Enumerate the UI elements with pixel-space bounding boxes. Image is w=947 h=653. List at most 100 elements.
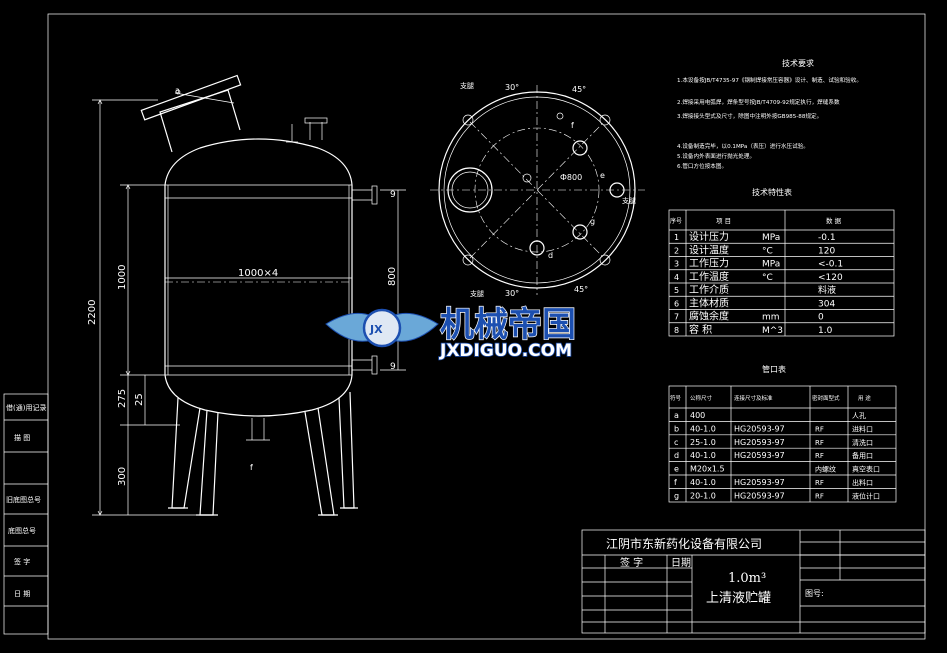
nozzle-row-std: HG20593-97 xyxy=(734,451,785,460)
plan-ref-1: 支腿 xyxy=(460,81,474,90)
tech-requirements: 技术要求 1.本设备按JB/T4735-97《钢制焊接常压容器》设计、制造、试验… xyxy=(677,58,862,170)
char-row-item: 工作介质 xyxy=(689,284,729,296)
nozzle-row-size: 400 xyxy=(690,411,705,420)
nozzle-row-face: RF xyxy=(815,439,824,447)
char-row-no: 1 xyxy=(674,233,679,242)
nozzle-row-std: HG20593-97 xyxy=(734,491,785,500)
nozzle-row-size: 40-1.0 xyxy=(690,451,716,460)
logo-letters: JX xyxy=(369,323,383,336)
dim-diameter: 1000×4 xyxy=(238,268,278,279)
nozzle-row-face: 内螺纹 xyxy=(815,465,836,474)
char-row-unit: MPa xyxy=(762,233,780,243)
nozzle-row-mark: e xyxy=(674,465,679,474)
side-label-record: 借(通)用记录 xyxy=(6,403,46,412)
nozzle-row-face: RF xyxy=(815,492,824,500)
side-label-base-no: 底图总号 xyxy=(8,526,36,535)
nozzle-row-mark: a xyxy=(674,411,679,420)
nozzle-row-mark: b xyxy=(674,424,679,433)
char-row-no: 7 xyxy=(674,313,679,322)
watermark-cn: 机械帝国 xyxy=(440,305,576,345)
nozzle-title: 管口表 xyxy=(762,364,786,374)
sign-label: 签 字 xyxy=(620,556,643,569)
nozzle-row-face: RF xyxy=(815,452,824,460)
char-row-unit: MPa xyxy=(762,260,780,270)
char-row-unit: °C xyxy=(762,273,773,283)
watermark: JX 机械帝国 JXDIGUO.COM xyxy=(325,304,577,362)
nozzle-row-mark: g xyxy=(674,491,679,500)
char-row-item: 设计温度 xyxy=(689,243,729,256)
svg-text:e: e xyxy=(600,171,605,180)
tech-req-item-2: 2.焊接采用电弧焊，焊条型号按JB/T4709-92规定执行，焊缝系数 xyxy=(677,98,840,106)
dim-bottom-offset: 275 xyxy=(117,389,128,408)
char-row-item: 容 积 xyxy=(689,323,712,336)
char-row-value: -0.1 xyxy=(818,233,836,243)
plan-angle-2: 45° xyxy=(572,85,586,94)
drawing-no-label: 图号: xyxy=(805,589,824,598)
dim-shell-height: 1000 xyxy=(117,265,128,290)
nozzle-row-mark: f xyxy=(674,478,677,487)
char-row-unit: °C xyxy=(762,246,773,256)
char-row-item: 设计压力 xyxy=(689,230,729,243)
drawing-name: 上清液贮罐 xyxy=(706,591,771,606)
plan-angle-1: 30° xyxy=(505,83,519,92)
watermark-en: JXDIGUO.COM xyxy=(439,341,572,361)
nozzle-head-use: 用 途 xyxy=(858,394,871,402)
nozzle-row-size: 40-1.0 xyxy=(690,478,716,487)
tech-req-item-6: 6.管口方位按本图。 xyxy=(677,162,727,170)
svg-text:d: d xyxy=(548,251,553,260)
char-head-item: 项 目 xyxy=(716,217,731,225)
char-row-unit: M^3 xyxy=(762,326,783,336)
dim-bottom-marker: 9 xyxy=(390,362,396,372)
nozzle-head-std: 连接尺寸及标准 xyxy=(734,394,773,402)
char-row-value: 120 xyxy=(818,246,835,256)
tech-req-item-1: 1.本设备按JB/T4735-97《钢制焊接常压容器》设计、制造、试验和验收。 xyxy=(677,76,862,84)
char-row-value: 料液 xyxy=(818,284,836,296)
nozzle-row-use: 清洗口 xyxy=(852,438,873,447)
nozzle-row-size: 25-1.0 xyxy=(690,438,716,447)
side-label-sign: 签 字 xyxy=(14,557,30,566)
char-row-item: 腐蚀余度 xyxy=(689,310,729,323)
nozzle-row-std: HG20593-97 xyxy=(734,478,785,487)
char-head-no: 序号 xyxy=(670,217,682,225)
nozzle-head-size: 公称尺寸 xyxy=(690,394,713,402)
char-row-no: 5 xyxy=(674,286,679,295)
tech-req-item-3: 3.焊接接头型式及尺寸，除图中注明外按GB985-88规定。 xyxy=(677,112,822,120)
nozzle-row-use: 备用口 xyxy=(852,451,873,460)
title-block: 江阴市东新药化设备有限公司 签 字 日期 1.0m³ 上清液贮罐 图号: xyxy=(581,529,926,634)
side-label-old-no: 旧底图总号 xyxy=(6,495,41,504)
svg-text:a: a xyxy=(175,86,180,95)
nozzle-row-size: 20-1.0 xyxy=(690,491,716,500)
side-label-date: 日 期 xyxy=(14,590,30,598)
characteristics-title: 技术特性表 xyxy=(752,187,792,197)
nozzle-row-size: M20x1.5 xyxy=(690,465,725,474)
dim-total-height: 2200 xyxy=(87,300,98,325)
tech-req-title: 技术要求 xyxy=(782,58,814,68)
tech-req-item-5: 5.设备内外表面进行抛光处理。 xyxy=(677,152,755,160)
char-row-value: <120 xyxy=(818,273,843,283)
date-label: 日期 xyxy=(671,557,691,569)
tank-elevation: 2200 1000 275 25 300 800 1000×4 9 9 a f xyxy=(87,74,406,516)
plan-view: 30° 45° 45° 30° Ф800 支腿 支腿 支腿 f g d e xyxy=(430,81,645,298)
sheet-frame xyxy=(47,13,926,640)
dim-top-marker: 9 xyxy=(390,190,396,200)
plan-ref-2: 支腿 xyxy=(622,196,636,205)
nozzle-row-face: RF xyxy=(815,479,824,487)
dim-nozzle-span: 800 xyxy=(387,267,398,286)
nozzle-row-use: 人孔 xyxy=(852,412,866,420)
char-row-value: <-0.1 xyxy=(818,260,843,270)
svg-text:g: g xyxy=(590,217,595,226)
side-label-trace: 描 图 xyxy=(14,433,30,442)
nozzle-row-std: HG20593-97 xyxy=(734,438,785,447)
char-head-data: 数 据 xyxy=(826,216,842,225)
char-row-no: 4 xyxy=(674,273,679,282)
char-row-item: 主体材质 xyxy=(689,296,729,309)
nozzle-row-std: HG20593-97 xyxy=(734,424,785,433)
logo-gear xyxy=(362,308,402,348)
nozzle-row-size: 40-1.0 xyxy=(690,424,716,433)
char-row-no: 6 xyxy=(674,299,679,308)
plan-angle-4: 30° xyxy=(505,289,519,298)
nozzle-row-use: 出料口 xyxy=(852,478,873,487)
